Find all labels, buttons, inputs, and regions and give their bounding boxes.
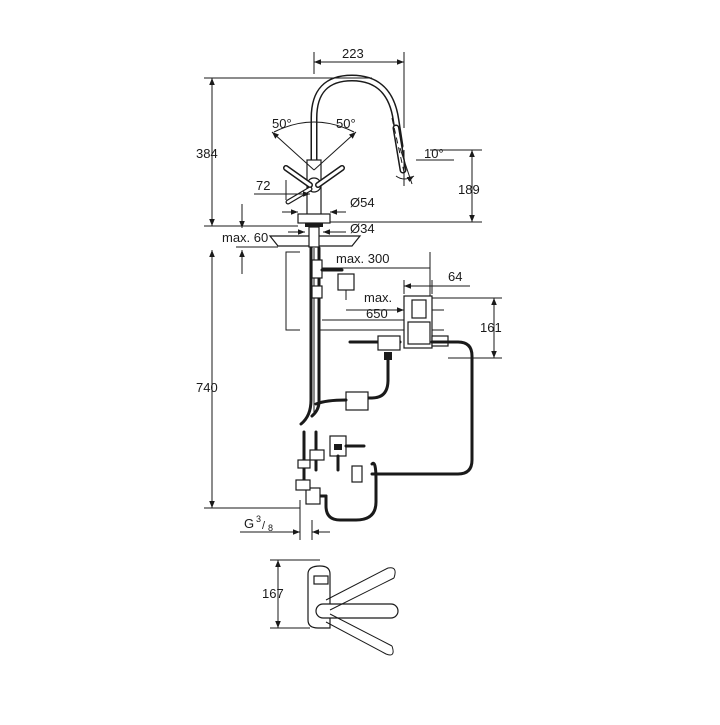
max-deck-label: max. 60: [222, 230, 268, 245]
hose-length-label: 740: [196, 380, 218, 395]
plan-view: 167: [262, 559, 399, 656]
box-height-label: 161: [480, 320, 502, 335]
faucet-base: [297, 213, 331, 224]
spout-reach-label: 223: [342, 46, 364, 61]
under-sink-hoses: max. 300 max. 650 64 161: [285, 246, 502, 522]
max-650-line2: 650: [366, 306, 388, 321]
dim-outlet-height: 189: [330, 149, 482, 223]
max-300-label: max. 300: [336, 251, 389, 266]
hole-diameter-label: Ø34: [350, 221, 375, 236]
box-width-label: 64: [448, 269, 462, 284]
dim-hole-diameter: Ø34: [288, 221, 375, 236]
dim-max-deck: max. 60: [222, 204, 278, 274]
dim-base-diameter: Ø54: [282, 195, 375, 215]
dim-hose-length: 740: [196, 250, 300, 509]
dim-connection-thread: G 3 / 8: [240, 500, 330, 540]
total-height-label: 384: [196, 146, 218, 161]
outlet-height-label: 189: [458, 182, 480, 197]
dim-handle-length: 72: [254, 178, 310, 200]
base-depth-label: 167: [262, 586, 284, 601]
spray-angle-label: 10°: [424, 146, 444, 161]
thread-num-label: 3: [256, 514, 261, 524]
swivel-angle-marks: 50° 50°: [271, 116, 357, 171]
swivel-right-label: 50°: [336, 116, 356, 131]
thread-den-label: 8: [268, 523, 273, 533]
thread-g-label: G: [244, 516, 254, 531]
solenoid-valve: [345, 391, 369, 411]
swivel-left-label: 50°: [272, 116, 292, 131]
handle-length-label: 72: [256, 178, 270, 193]
dim-spout-reach: 223: [313, 46, 405, 128]
max-650-line1: max.: [364, 290, 392, 305]
svg-text:/: /: [262, 520, 266, 532]
faucet-elevation: [268, 74, 407, 248]
base-diameter-label: Ø54: [350, 195, 375, 210]
dim-total-height: 384: [196, 77, 372, 227]
